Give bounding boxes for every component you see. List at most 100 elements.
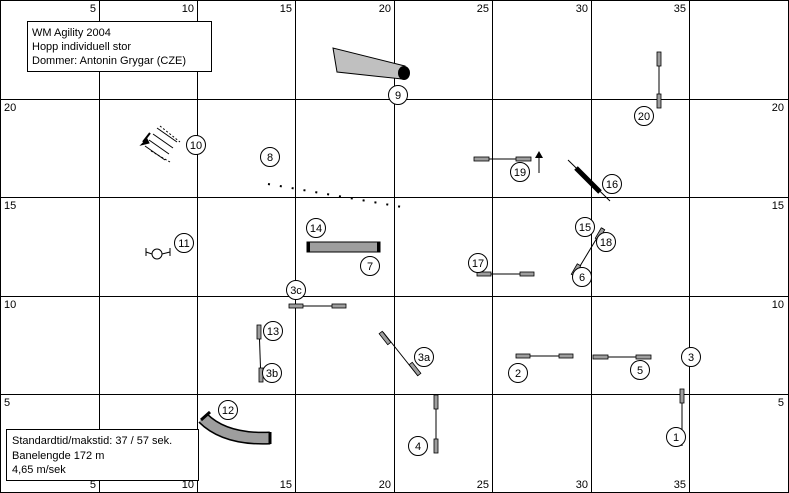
obstacle-marker: 15 [575, 217, 595, 237]
obstacle-marker: 18 [596, 232, 616, 252]
obstacle-marker: 20 [634, 106, 654, 126]
axis-bottom-label: 35 [674, 479, 686, 491]
obstacle-marker: 3a [414, 347, 434, 367]
obstacle-number: 3b [266, 368, 278, 380]
obstacle-marker: 5 [630, 360, 650, 380]
tire-icon [567, 159, 611, 202]
jump-5-icon [592, 354, 652, 360]
obstacle-number: 3a [418, 352, 431, 364]
axis-top-label: 35 [674, 3, 686, 15]
obstacle-marker: 11 [174, 233, 194, 253]
obstacle-number: 3c [290, 285, 302, 297]
axis-right: 20 15 10 5 [772, 102, 784, 409]
header-class: Hopp individuell stor [32, 41, 131, 53]
footer-box [6, 429, 199, 481]
obstacle-marker: 2 [508, 363, 528, 383]
axis-left-label: 5 [4, 397, 10, 409]
obstacle-number: 1 [673, 432, 679, 444]
obstacle-number: 11 [178, 238, 189, 250]
axis-bottom-label: 5 [90, 479, 96, 491]
obstacle-marker: 8 [260, 147, 280, 167]
obstacle-number: 4 [415, 441, 421, 453]
jump-19-icon [473, 151, 543, 173]
table-icon [145, 248, 171, 260]
jump-17-icon [476, 271, 535, 277]
axis-top-label: 15 [280, 3, 292, 15]
axis-bottom-label: 30 [576, 479, 588, 491]
tunnel-icon [306, 241, 381, 253]
axis-bottom: 5 10 15 20 25 30 35 [90, 479, 686, 491]
axis-right-label: 20 [772, 102, 784, 114]
obstacle-markers: 1 2 3 3a 3b 3c 4 5 [174, 85, 701, 456]
obstacle-marker: 14 [306, 218, 326, 238]
jump-3a-icon [378, 330, 422, 377]
obstacle-marker: 4 [408, 436, 428, 456]
obstacle-number: 14 [310, 223, 322, 235]
obstacle-marker: 3 [681, 347, 701, 367]
obstacle-marker: 19 [510, 162, 530, 182]
header-event: WM Agility 2004 [32, 27, 111, 39]
obstacle-number: 9 [395, 90, 401, 102]
course-footer: Standardtid/makstid: 37 / 57 sek. Banele… [6, 429, 199, 481]
axis-top: 5 10 15 20 25 30 35 [90, 3, 686, 15]
axis-bottom-label: 15 [280, 479, 292, 491]
obstacle-marker: 7 [360, 256, 380, 276]
axis-bottom-label: 20 [379, 479, 391, 491]
collapsed-tunnel-icon [332, 47, 410, 80]
axis-bottom-label: 10 [182, 479, 194, 491]
footer-time: Standardtid/makstid: 37 / 57 sek. [12, 435, 172, 447]
axis-left-label: 15 [4, 200, 16, 212]
header-judge: Dommer: Antonin Grygar (CZE) [32, 55, 186, 67]
obstacle-marker: 17 [468, 253, 488, 273]
obstacle-number: 3 [688, 352, 694, 364]
obstacle-marker: 10 [186, 135, 206, 155]
obstacle-number: 18 [600, 237, 612, 249]
obstacle-number: 12 [222, 405, 234, 417]
axis-right-label: 10 [772, 299, 784, 311]
obstacle-marker: 3c [286, 280, 306, 300]
axis-left-label: 10 [4, 299, 16, 311]
axis-left: 20 15 10 5 [4, 102, 16, 409]
obstacle-number: 19 [514, 167, 526, 179]
axis-top-label: 5 [90, 3, 96, 15]
obstacle-marker: 3b [262, 363, 282, 383]
axis-right-label: 15 [772, 200, 784, 212]
obstacle-number: 16 [606, 179, 618, 191]
header-box [27, 21, 212, 72]
jump-20-icon [656, 51, 662, 109]
obstacle-number: 13 [267, 326, 279, 338]
obstacle-marker: 6 [572, 267, 592, 287]
footer-speed: 4,65 m/sek [12, 464, 66, 476]
axis-top-label: 20 [379, 3, 391, 15]
axis-top-label: 10 [182, 3, 194, 15]
axis-bottom-label: 25 [477, 479, 489, 491]
course-header: WM Agility 2004 Hopp individuell stor Do… [27, 21, 212, 72]
axis-right-label: 5 [778, 397, 784, 409]
obstacle-number: 17 [472, 258, 484, 270]
obstacle-number: 6 [579, 272, 585, 284]
obstacle-marker: 16 [602, 174, 622, 194]
jump-4-icon [433, 394, 439, 454]
obstacle-number: 20 [638, 111, 650, 123]
footer-length: Banelengde 172 m [12, 450, 104, 462]
jump-2-icon [515, 353, 574, 359]
obstacle-number: 7 [367, 261, 373, 273]
axis-left-label: 20 [4, 102, 16, 114]
axis-top-label: 30 [576, 3, 588, 15]
obstacle-marker: 12 [218, 400, 238, 420]
jump-13-icon [256, 324, 264, 383]
axis-top-label: 25 [477, 3, 489, 15]
obstacle-number: 2 [515, 368, 521, 380]
obstacle-marker: 9 [388, 85, 408, 105]
curved-tunnel-icon [198, 410, 272, 445]
obstacle-number: 15 [579, 222, 591, 234]
jump-3c-icon [288, 303, 347, 309]
long-jump-icon [139, 125, 181, 163]
obstacle-marker: 13 [263, 321, 283, 341]
obstacle-marker: 1 [666, 427, 686, 447]
obstacle-number: 8 [267, 152, 273, 164]
obstacle-number: 10 [190, 140, 202, 152]
obstacle-number: 5 [637, 365, 643, 377]
